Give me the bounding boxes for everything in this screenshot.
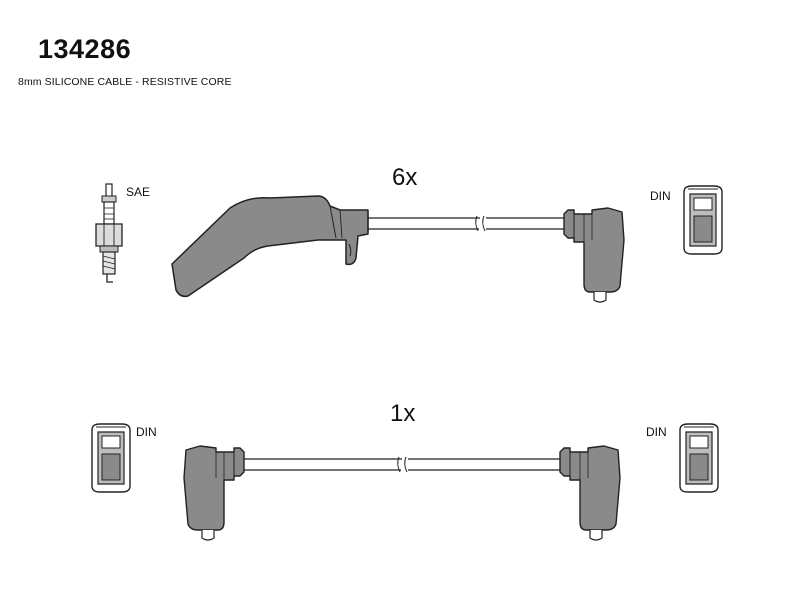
cable-top	[368, 215, 566, 232]
terminal-label-din-top: DIN	[650, 189, 671, 203]
quantity-label-top: 6x	[392, 164, 418, 191]
din-terminal-icon-bottom-left	[91, 423, 131, 493]
din-terminal-icon-top	[683, 185, 723, 255]
coil-boot-angled-top	[563, 207, 625, 303]
coil-boot-angled-bottom-right	[559, 445, 621, 541]
cable-description: 8mm SILICONE CABLE - RESISTIVE CORE	[18, 76, 232, 88]
terminal-label-din-bottom-right: DIN	[646, 425, 667, 439]
terminal-label-sae: SAE	[126, 185, 151, 199]
plug-boot-straight	[171, 195, 369, 298]
quantity-label-bottom: 1x	[390, 400, 416, 427]
terminal-label-din-bottom-left: DIN	[136, 425, 157, 439]
coil-boot-angled-bottom-left	[183, 445, 245, 541]
spark-plug-icon	[95, 183, 123, 283]
part-number: 134286	[38, 34, 132, 64]
din-terminal-icon-bottom-right	[679, 423, 719, 493]
cable-bottom	[244, 456, 562, 473]
